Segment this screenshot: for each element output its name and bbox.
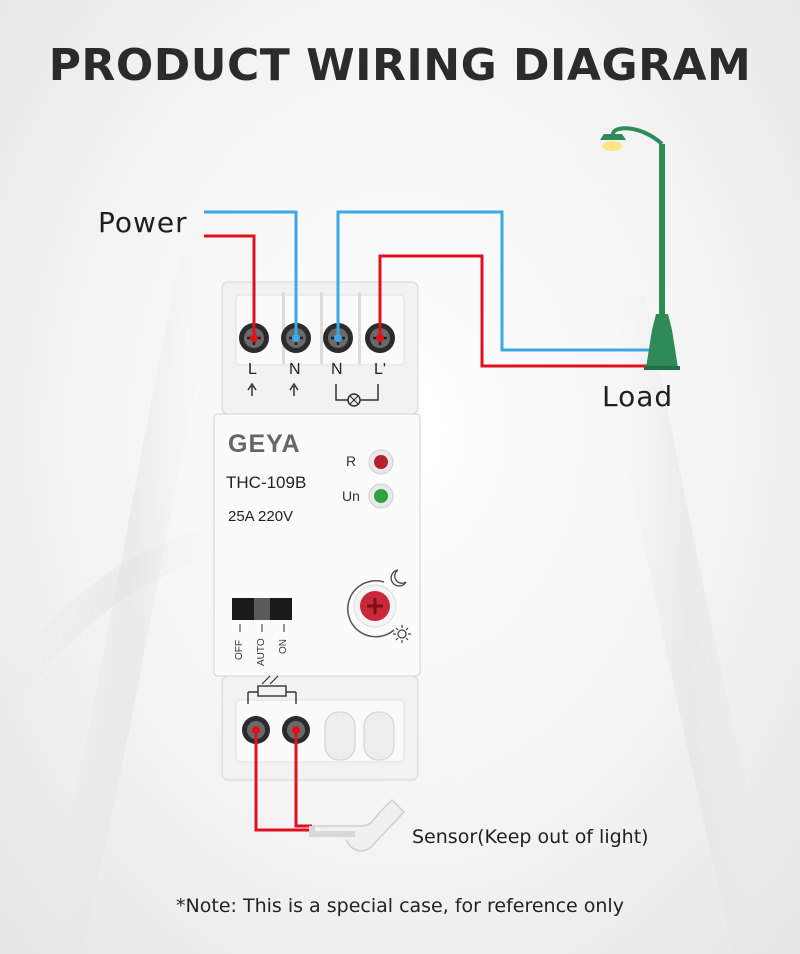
light-sensor-icon bbox=[247, 675, 297, 704]
sensor-label: Sensor(Keep out of light) bbox=[412, 826, 649, 848]
led-r-label: R bbox=[346, 453, 357, 469]
adjust-knob[interactable] bbox=[347, 580, 397, 638]
wire-power-neutral bbox=[204, 210, 298, 338]
wire-load-live bbox=[378, 254, 652, 368]
page-title: PRODUCT WIRING DIAGRAM bbox=[48, 40, 752, 91]
wire-load-neutral bbox=[336, 210, 652, 352]
switch-label-off: OFF bbox=[234, 640, 245, 660]
sun-icon bbox=[393, 625, 411, 643]
model-number: THC-109B bbox=[226, 473, 307, 492]
terminal-label-n2: N bbox=[331, 361, 343, 378]
moon-icon bbox=[390, 569, 407, 587]
rating-text: 25A 220V bbox=[228, 508, 294, 525]
wire-sensor-2 bbox=[294, 730, 312, 828]
power-label: Power bbox=[98, 206, 188, 239]
reference-note: *Note: This is a special case, for refer… bbox=[176, 895, 624, 917]
terminal-label-l-prime: L' bbox=[374, 361, 386, 378]
led-un bbox=[368, 483, 394, 509]
terminal-label-n1: N bbox=[289, 361, 301, 378]
terminal-label-l: L bbox=[248, 361, 257, 378]
brand-logo: GEYA bbox=[228, 430, 301, 458]
mode-switch[interactable] bbox=[232, 598, 292, 620]
led-un-label: Un bbox=[342, 488, 360, 504]
led-r bbox=[368, 449, 394, 475]
wire-power-live bbox=[204, 234, 256, 338]
switch-label-on: ON bbox=[278, 639, 289, 654]
load-label: Load bbox=[602, 380, 674, 413]
switch-label-auto: AUTO bbox=[256, 638, 267, 666]
wire-sensor-1 bbox=[254, 730, 312, 832]
